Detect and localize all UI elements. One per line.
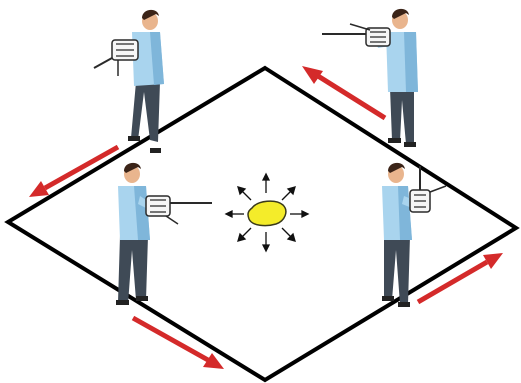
meter-device-icon — [94, 40, 138, 76]
arrow-top-right — [302, 66, 385, 118]
arrow-upper-left — [29, 147, 118, 197]
operator-top-right — [322, 9, 418, 147]
meter-device-icon — [322, 24, 390, 46]
meter-device-icon — [146, 196, 212, 224]
emission-source — [226, 174, 308, 251]
source-blob-icon — [248, 201, 286, 225]
operator-right — [382, 163, 446, 307]
operator-left — [116, 163, 212, 305]
operator-top-left — [94, 10, 164, 153]
